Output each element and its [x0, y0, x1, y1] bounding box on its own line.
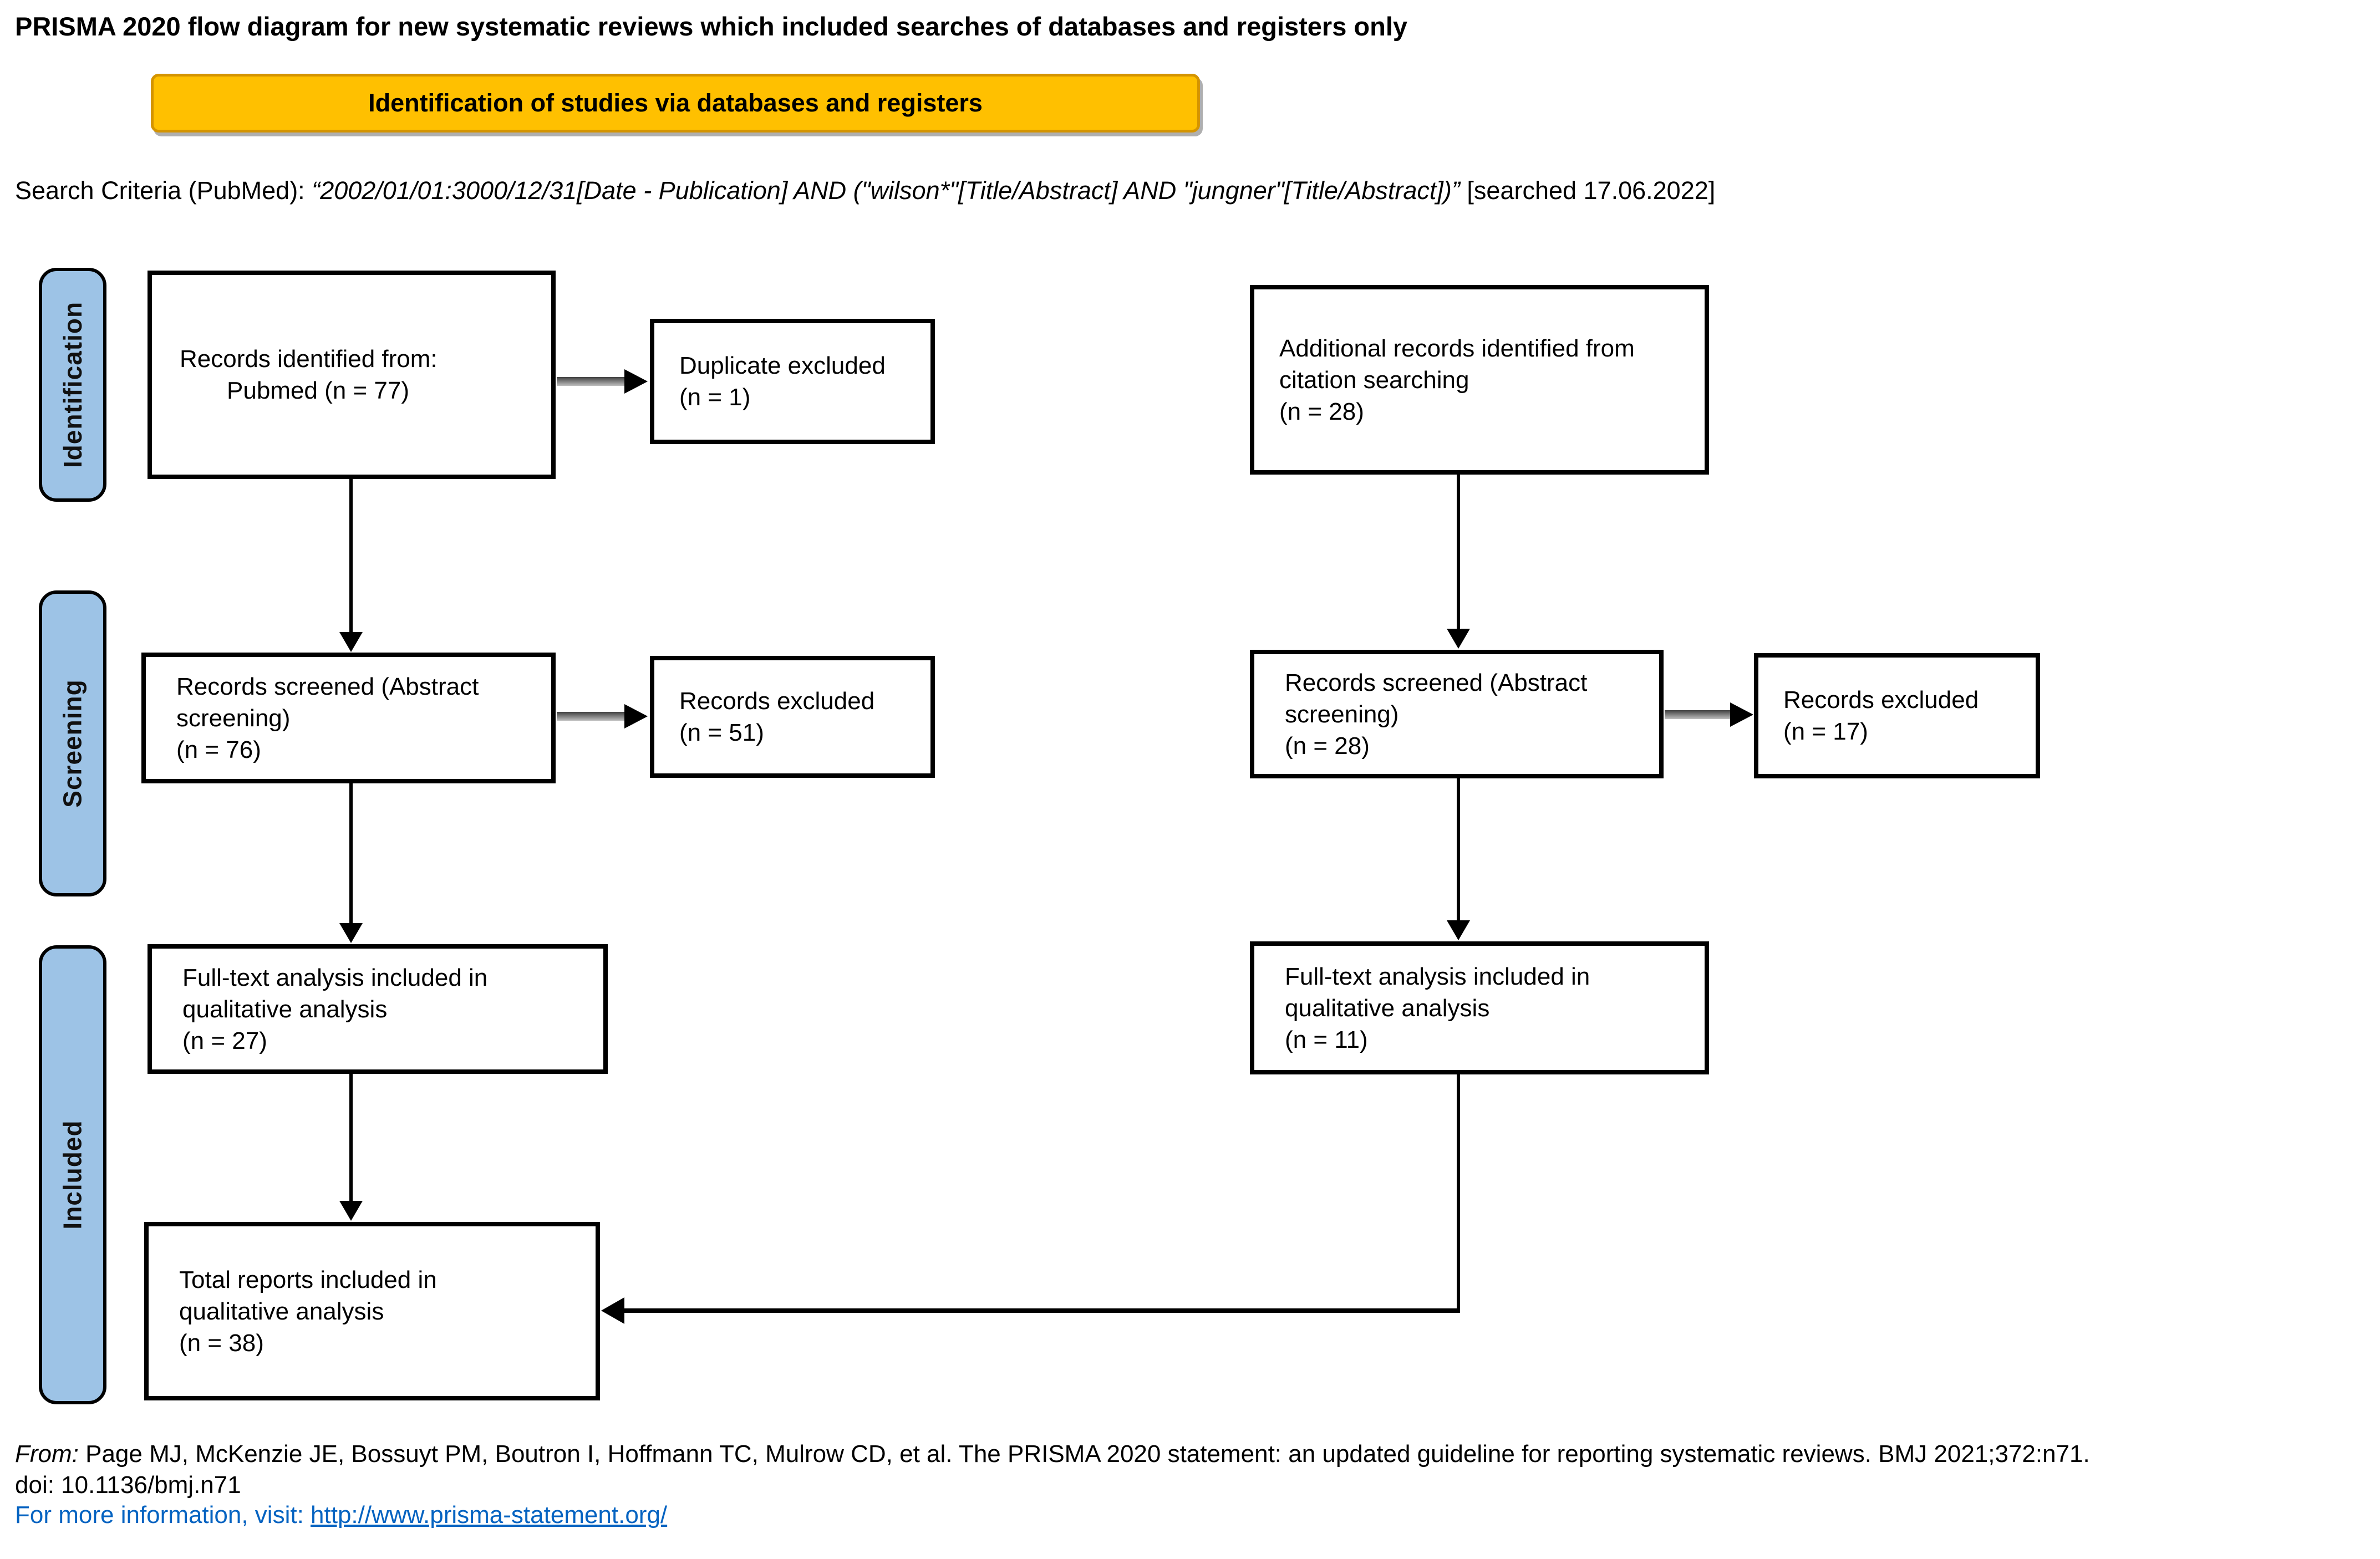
box-fulltext-left: Full-text analysis included in qualitati… [148, 944, 608, 1074]
connector-screened-to-excluded-left-shaft [557, 712, 624, 721]
box-duplicate-excluded: Duplicate excluded (n = 1) [650, 319, 935, 444]
identification-banner: Identification of studies via databases … [151, 74, 1200, 133]
box-fulltext-right-line3: (n = 11) [1285, 1026, 1368, 1053]
connector-fulltext-right-elbow-horizontal [624, 1308, 1460, 1313]
box-fulltext-left-line3: (n = 27) [182, 1027, 267, 1054]
box-total-included: Total reports included in qualitative an… [144, 1222, 600, 1400]
prisma-statement-link[interactable]: http://www.prisma-statement.org/ [311, 1501, 668, 1529]
box-fulltext-right-line2: qualitative analysis [1285, 994, 1490, 1022]
box-duplicate-excluded-line2: (n = 1) [679, 384, 751, 411]
connector-identified-to-duplicate-shaft [557, 377, 624, 386]
arrowhead-screened-to-excluded-right [1730, 702, 1753, 727]
footer-from-label: From: [15, 1440, 79, 1468]
page-title: PRISMA 2020 flow diagram for new systema… [15, 12, 1408, 41]
box-additional-records-line3: (n = 28) [1279, 398, 1364, 425]
stage-label-identification-text: Identification [58, 301, 88, 468]
arrowhead-into-total-box [601, 1297, 624, 1324]
arrowhead-identified-to-duplicate [624, 369, 648, 394]
stage-label-screening-text: Screening [58, 679, 88, 808]
search-criteria: Search Criteria (PubMed): “2002/01/01:30… [15, 176, 2366, 205]
search-criteria-query: “2002/01/01:3000/12/31[Date - Publicatio… [312, 176, 1460, 205]
box-records-excluded-right-line2: (n = 17) [1783, 718, 1868, 745]
connector-identified-to-screened-line [349, 479, 353, 632]
box-fulltext-left-line2: qualitative analysis [182, 995, 388, 1023]
box-additional-records-line1: Additional records identified from [1279, 334, 1635, 362]
box-records-screened-right-line3: (n = 28) [1285, 732, 1370, 760]
connector-screened-to-excluded-right-shaft [1665, 710, 1730, 719]
connector-additional-to-screened-line [1457, 475, 1460, 629]
connector-screened-to-fulltext-left-line [349, 783, 353, 923]
box-records-identified: Records identified from: Pubmed (n = 77) [148, 271, 556, 479]
box-additional-records: Additional records identified from citat… [1250, 285, 1709, 475]
stage-label-included: Included [39, 945, 106, 1404]
box-records-screened-left-line3: (n = 76) [176, 736, 261, 763]
footer-citation-text: Page MJ, McKenzie JE, Bossuyt PM, Boutro… [78, 1440, 2090, 1468]
box-records-excluded-left: Records excluded (n = 51) [650, 656, 935, 778]
box-records-excluded-left-line1: Records excluded [679, 687, 875, 715]
box-fulltext-left-line1: Full-text analysis included in [182, 964, 488, 991]
connector-fulltext-to-total-line [349, 1074, 353, 1201]
box-records-screened-left-line1: Records screened (Abstract [176, 672, 479, 700]
box-fulltext-right: Full-text analysis included in qualitati… [1250, 941, 1709, 1074]
box-records-excluded-right: Records excluded (n = 17) [1754, 653, 2040, 778]
banner-label: Identification of studies via databases … [368, 89, 983, 117]
footer-citation: From: Page MJ, McKenzie JE, Bossuyt PM, … [15, 1439, 2366, 1469]
arrowhead-screened-to-excluded-left [624, 704, 648, 728]
box-total-included-line2: qualitative analysis [179, 1297, 384, 1325]
stage-label-included-text: Included [58, 1120, 87, 1230]
box-records-excluded-left-line2: (n = 51) [679, 719, 764, 746]
box-records-screened-right-line1: Records screened (Abstract [1285, 669, 1588, 696]
stage-label-identification: Identification [39, 268, 106, 502]
search-criteria-prefix: Search Criteria (PubMed): [15, 176, 312, 205]
connector-screened-to-fulltext-right-line [1457, 778, 1460, 920]
box-records-identified-line2: Pubmed (n = 77) [227, 377, 409, 404]
box-records-screened-left-line2: screening) [176, 704, 291, 732]
box-duplicate-excluded-line1: Duplicate excluded [679, 352, 886, 379]
box-total-included-line1: Total reports included in [179, 1266, 437, 1293]
arrowhead-screened-to-fulltext-right [1447, 920, 1470, 940]
footer-doi: doi: 10.1136/bmj.n71 [15, 1471, 241, 1499]
box-records-screened-right: Records screened (Abstract screening) (n… [1250, 650, 1664, 778]
arrowhead-screened-to-fulltext-left [339, 923, 363, 943]
arrowhead-additional-to-screened [1447, 629, 1470, 649]
box-records-excluded-right-line1: Records excluded [1783, 686, 1979, 714]
footer-more-info: For more information, visit: http://www.… [15, 1500, 667, 1530]
arrowhead-fulltext-to-total [339, 1201, 363, 1221]
box-records-identified-line1: Records identified from: [180, 345, 438, 373]
box-total-included-line3: (n = 38) [179, 1329, 264, 1357]
search-criteria-date: [searched 17.06.2022] [1459, 176, 1716, 205]
box-records-screened-left: Records screened (Abstract screening) (n… [141, 653, 556, 783]
connector-fulltext-right-elbow-vertical [1457, 1074, 1460, 1313]
footer-more-info-prefix: For more information, visit: [15, 1501, 311, 1529]
box-records-screened-right-line2: screening) [1285, 700, 1399, 728]
box-additional-records-line2: citation searching [1279, 366, 1469, 394]
stage-label-screening: Screening [39, 590, 106, 896]
box-fulltext-right-line1: Full-text analysis included in [1285, 962, 1590, 990]
arrowhead-identified-to-screened [339, 632, 363, 652]
